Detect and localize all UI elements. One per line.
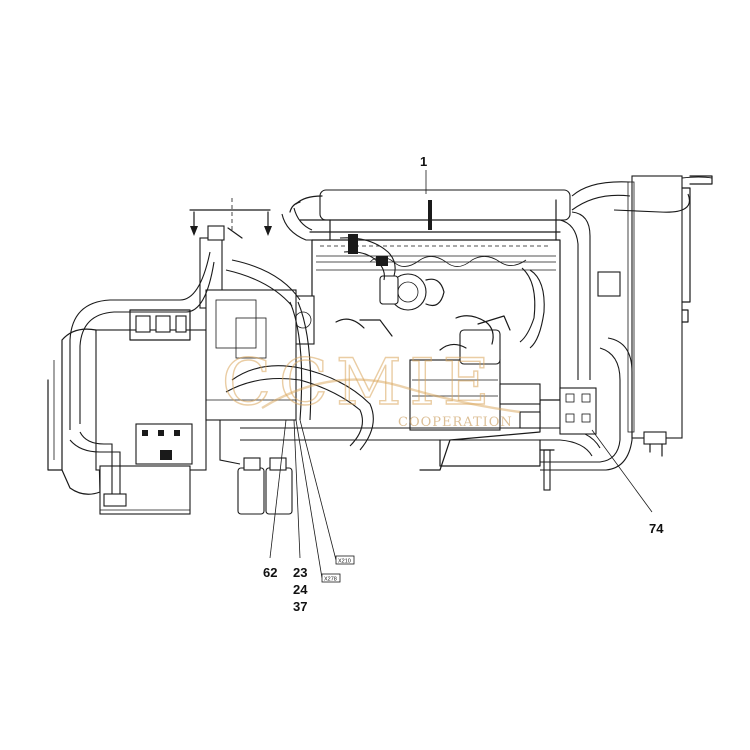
connector-tag-x210: X210 [335, 555, 355, 565]
watermark-subtitle: COOPERATION [398, 415, 513, 430]
connector-tag-x278: X278 [321, 573, 341, 583]
callout-62: 62 [263, 565, 277, 580]
engine-block [289, 189, 571, 491]
watermark: CCMIE COOPERATION [221, 345, 521, 430]
left-hoses [69, 251, 374, 507]
transmission [47, 198, 297, 515]
callout-74: 74 [649, 521, 664, 536]
connector-tag-x278-label: X278 [324, 577, 337, 583]
leader-lines [269, 170, 653, 579]
radiator [613, 175, 713, 457]
callout-1: 1 [420, 154, 427, 169]
callout-24: 24 [293, 582, 308, 597]
coolant-pipes [240, 181, 633, 471]
callout-37: 37 [293, 599, 307, 614]
connector-tag-x210-label: X210 [338, 559, 351, 565]
callout-23: 23 [293, 565, 307, 580]
watermark-letters: CCMIE [222, 346, 497, 420]
